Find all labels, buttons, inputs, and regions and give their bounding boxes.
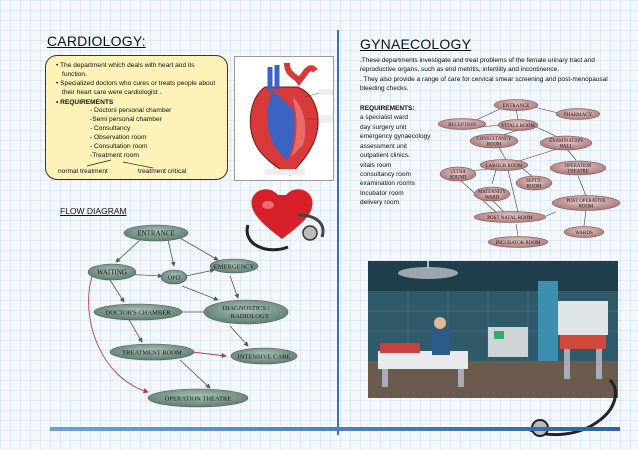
gyn-node-vitals-room: VITALS ROOM <box>497 119 539 131</box>
flow-label-diagnostics: DIAGNOSTICS / <box>223 305 270 312</box>
gyn-req-item: Incubator room <box>360 189 404 197</box>
cardio-req-item: -Treatment room <box>90 151 139 159</box>
cardio-req-item: - Doctors personal chamber <box>90 107 172 115</box>
gyn-label-vitals-room: VITALS ROOM <box>501 124 535 129</box>
cardiology-title: CARDIOLOGY: <box>47 33 146 49</box>
flow-label-operation-theatre: OPERATION THEATRE <box>165 396 232 403</box>
gyn-node-pharmacy: PHARMACY <box>555 108 601 120</box>
heart-anatomy-image <box>234 56 334 181</box>
gyn-label-post-natal: POST NATAL ROOM <box>487 216 533 221</box>
gyn-node-post-natal: POST NATAL ROOM <box>473 211 547 223</box>
flow-label-intensive-care: INTENSIVE CARE <box>238 354 291 361</box>
gyn-label-post-op-room: ROOM <box>579 205 594 210</box>
flow-label-entrance: ENTRANCE <box>137 230 174 238</box>
cardio-req-item: - Observation room <box>90 134 147 142</box>
gyn-label-sound: SOUND <box>450 176 467 181</box>
gyn-label-operation: OPERATION <box>565 164 592 169</box>
cardio-bullet-1: • The department which deals with heart … <box>56 62 195 78</box>
gyn-label-ultra: ULTRA <box>450 170 466 175</box>
gyn-req-item: a specialist ward <box>360 114 409 122</box>
heart-stethoscope-icon <box>245 189 325 252</box>
cardiology-info-box: • The department which deals with heart … <box>45 55 228 180</box>
gyn-requirements-label: REQUIREMENTS: <box>360 105 415 112</box>
gyn-label-maternity: MATERNITY <box>478 190 506 195</box>
cardio-bullet-2: • Specialized doctors who cures or treat… <box>56 79 216 96</box>
gyn-label-labour-room: LABOUR ROOM <box>486 164 523 169</box>
delivery-room-photo <box>368 261 618 398</box>
column-divider <box>337 30 339 435</box>
critical-treatment-label: treatment critical <box>138 168 187 175</box>
gyn-label-examination-hall: HALL <box>560 145 573 150</box>
flow-node-intensive-care: INTENSIVE CARE <box>230 347 298 365</box>
bottom-accent-bar <box>50 427 620 431</box>
gyn-req-item: outpatient clinics. <box>360 152 410 160</box>
flow-label-opd: OPD <box>167 275 180 282</box>
gyn-description-1: .These departments investigate and treat… <box>360 57 595 74</box>
gyn-node-consultancy: CONSULTANCY ROOM <box>469 133 519 149</box>
flow-node-waiting: WAITING <box>87 263 137 281</box>
flow-label-emergency: EMERGENCY <box>214 264 255 271</box>
gyn-label-theatre: THEATRE <box>567 170 588 175</box>
flow-label-treatment-room: TREATMENT ROOM <box>122 350 182 357</box>
gyn-node-wards: WARDS <box>563 226 605 238</box>
gyn-label-entrance: ENTRANCE <box>503 104 530 109</box>
gynaecology-description: .These departments investigate and treat… <box>360 56 620 94</box>
flow-node-treatment-room: TREATMENT ROOM <box>109 343 195 361</box>
gyn-req-item: emergency gynaecology <box>360 133 431 141</box>
treatment-arrows <box>86 159 154 169</box>
gynaecology-flow-diagram: ENTRANCE PHARMACY RECEPTION VITALS ROOM … <box>438 99 621 248</box>
gyn-node-maternity-ward: MATERNITY WARD <box>473 186 511 202</box>
gyn-label-consultancy: CONSULTANCY <box>477 137 512 142</box>
gyn-req-item: vitals room <box>360 161 392 169</box>
cardio-requirements-label: • REQUIREMENTS <box>56 98 114 106</box>
gyn-node-septic-room: SEPTIC ROOM <box>515 175 553 191</box>
gyn-req-item: examination rooms <box>360 180 415 188</box>
flow-node-operation-theatre: OPERATION THEATRE <box>147 388 249 408</box>
gyn-label-ward: WARD <box>485 196 500 201</box>
gyn-description-2: . They also provide a range of care for … <box>360 75 608 93</box>
gyn-label-examination: EXAMINATION <box>549 139 583 144</box>
cardiology-flow-diagram: ENTRANCE WAITING OPD EMERGENCY DOCTOR'S … <box>87 224 298 408</box>
gyn-node-entrance: ENTRANCE <box>493 99 539 111</box>
gyn-node-ultra-sound: ULTRA SOUND <box>439 166 477 182</box>
gyn-label-consultancy-room: ROOM <box>487 143 502 148</box>
flow-node-diagnostics: DIAGNOSTICS / RADIOLOGY <box>203 299 289 325</box>
cardio-req-item: -Semi personal chamber <box>90 116 162 124</box>
flow-diagram-title: FLOW DIAGRAM <box>60 206 127 216</box>
gyn-label-wards: WARDS <box>575 231 593 236</box>
gyn-requirements: REQUIREMENTS: a specialist ward day surg… <box>360 104 450 208</box>
normal-treatment-label: normal treatment <box>58 168 108 175</box>
gyn-node-reception: RECEPTION <box>438 118 487 130</box>
cardio-req-item: - Consultancy <box>90 125 131 133</box>
gyn-label-incubator: INCUBATOR ROOM <box>496 241 541 246</box>
gyn-label-septic: SEPTIC <box>526 179 542 184</box>
flow-node-doctors-chamber: DOCTOR'S CHAMBER <box>93 303 183 321</box>
cardio-req-item: - Consultation room <box>90 143 148 151</box>
flow-node-emergency: EMERGENCY <box>209 258 259 274</box>
gyn-node-incubator: INCUBATOR ROOM <box>487 236 549 248</box>
gyn-req-item: day surgery unit <box>360 123 407 131</box>
gyn-label-septic-room: ROOM <box>527 185 542 190</box>
gyn-label-reception: RECEPTION <box>448 123 476 128</box>
flow-label-waiting: WAITING <box>97 269 127 277</box>
flow-label-doctors-chamber: DOCTOR'S CHAMBER <box>105 310 171 317</box>
gyn-label-post-operative: POST OPERATIVE <box>567 199 606 204</box>
gyn-req-item: delivery room <box>360 199 400 207</box>
gyn-node-post-operative: POST OPERATIVE ROOM <box>551 195 621 211</box>
gyn-node-operation-theatre: OPERATION THEATRE <box>549 160 607 176</box>
gyn-req-item: assessment unit <box>360 142 407 150</box>
flow-label-radiology: RADIOLOGY <box>231 313 270 320</box>
gynaecology-title: GYNAECOLOGY <box>360 36 472 52</box>
gyn-label-pharmacy: PHARMACY <box>564 113 593 118</box>
gyn-req-item: consultancy room <box>360 170 411 178</box>
flow-node-opd: OPD <box>160 269 188 285</box>
gyn-node-labour-room: LABOUR ROOM <box>479 159 529 171</box>
flow-node-entrance: ENTRANCE <box>123 224 189 242</box>
gyn-node-examination: EXAMINATION HALL <box>539 135 593 151</box>
